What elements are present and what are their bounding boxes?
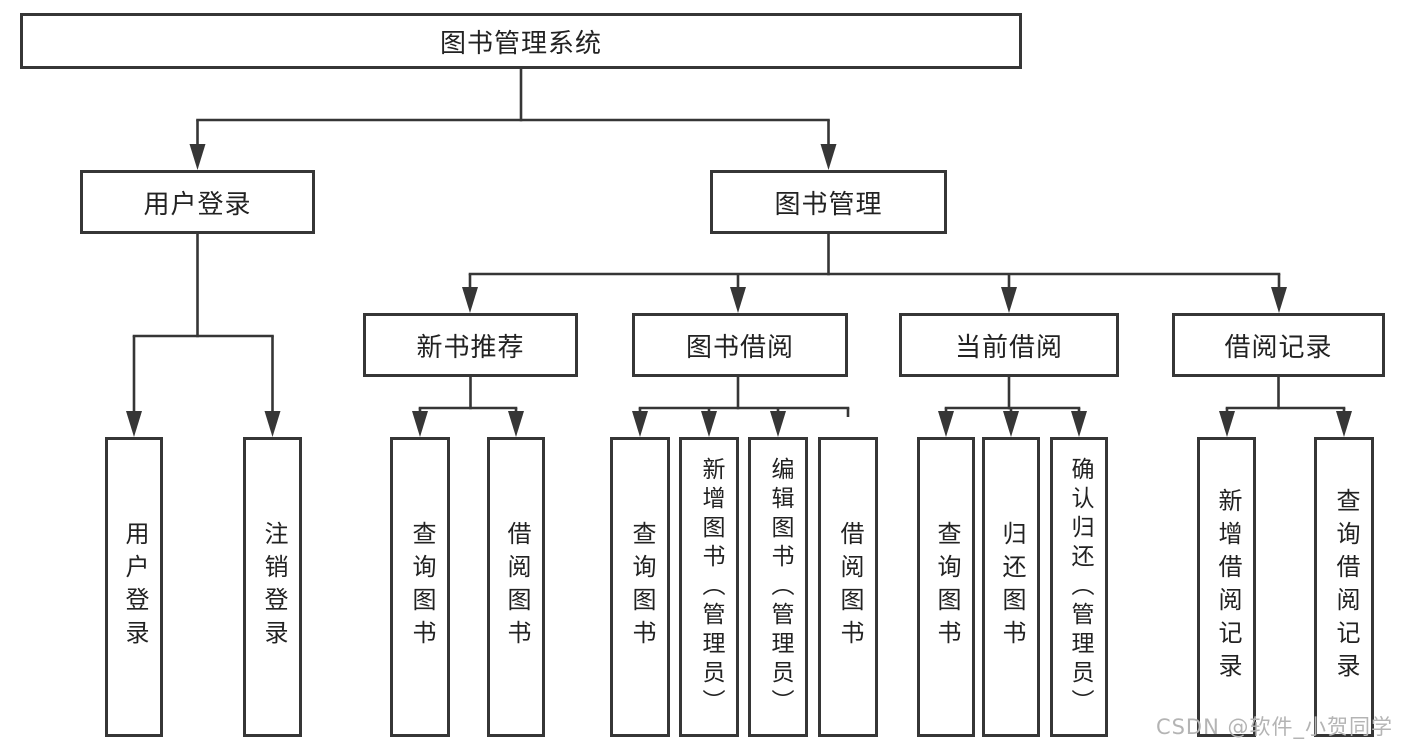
leaf-logout: 注销登录 — [243, 437, 302, 737]
leaf-add-books-admin: 新增图书（管理员） — [679, 437, 739, 737]
leaf-user-login: 用户登录 — [105, 437, 163, 737]
arrowheads — [126, 144, 1352, 437]
csdn-watermark: CSDN @软件_小贺同学 — [1155, 715, 1393, 739]
node-book-management: 图书管理 — [710, 170, 947, 234]
node-root-library-system: 图书管理系统 — [20, 13, 1022, 69]
leaf-borrow-books-recommend: 借阅图书 — [487, 437, 545, 737]
leaf-confirm-return-admin: 确认归还（管理员） — [1050, 437, 1108, 737]
leaf-borrow-books: 借阅图书 — [818, 437, 878, 737]
leaf-query-books-recommend: 查询图书 — [390, 437, 450, 737]
leaf-edit-books-admin: 编辑图书（管理员） — [748, 437, 808, 737]
node-new-book-recommendation: 新书推荐 — [363, 313, 578, 377]
leaf-add-borrow-record: 新增借阅记录 — [1197, 437, 1256, 737]
leaf-query-books-current: 查询图书 — [917, 437, 975, 737]
leaf-query-books-borrow: 查询图书 — [610, 437, 670, 737]
node-borrowing-records: 借阅记录 — [1172, 313, 1385, 377]
node-user-login: 用户登录 — [80, 170, 315, 234]
node-book-borrowing: 图书借阅 — [632, 313, 848, 377]
leaf-return-books: 归还图书 — [982, 437, 1040, 737]
node-current-borrowing: 当前借阅 — [899, 313, 1119, 377]
leaf-query-borrow-record: 查询借阅记录 — [1314, 437, 1374, 737]
